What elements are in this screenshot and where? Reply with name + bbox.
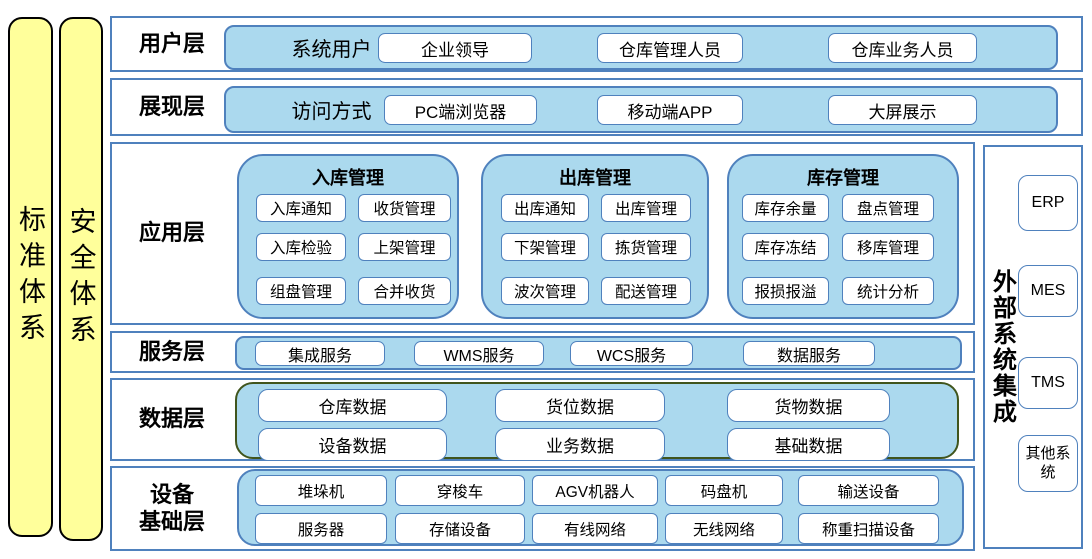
- device-item: 称重扫描设备: [798, 513, 939, 544]
- device-item: 有线网络: [532, 513, 658, 544]
- app-item: 库存余量: [742, 194, 829, 222]
- app-group-outbound: 出库管理 出库通知 出库管理 下架管理 拣货管理 波次管理 配送管理: [481, 154, 709, 319]
- app-item: 入库检验: [256, 233, 346, 261]
- layer-service-title: 服务层: [138, 338, 205, 364]
- user-item: 企业领导: [378, 33, 532, 63]
- device-item: 堆垛机: [255, 475, 387, 506]
- app-group-inbound: 入库管理 入库通知 收货管理 入库检验 上架管理 组盘管理 合并收货: [237, 154, 459, 319]
- external-system-tms: TMS: [1018, 357, 1078, 409]
- external-systems-title-wrap: 外部系统集成: [985, 147, 1019, 547]
- layer-presentation-container: 访问方式 PC端浏览器 移动端APP 大屏展示: [224, 86, 1058, 133]
- pillar-security-system: 安全体系: [59, 17, 103, 541]
- layer-device-container: 堆垛机 穿梭车 AGV机器人 码盘机 输送设备 服务器 存储设备 有线网络 无线…: [237, 469, 964, 546]
- external-systems-panel: 外部系统集成 ERP MES TMS 其他系统: [983, 145, 1083, 549]
- user-item: 仓库业务人员: [828, 33, 977, 63]
- data-item: 设备数据: [258, 428, 447, 461]
- app-item: 组盘管理: [256, 277, 346, 305]
- device-item: 存储设备: [395, 513, 525, 544]
- service-item: 集成服务: [255, 341, 385, 366]
- app-item: 配送管理: [601, 277, 691, 305]
- layer-device: 设备基础层 堆垛机 穿梭车 AGV机器人 码盘机 输送设备 服务器 存储设备 有…: [110, 466, 975, 551]
- app-group-inventory: 库存管理 库存余量 盘点管理 库存冻结 移库管理 报损报溢 统计分析: [727, 154, 959, 319]
- layer-presentation-title: 展现层: [138, 93, 205, 119]
- app-item: 收货管理: [358, 194, 451, 222]
- layer-application: 应用层 入库管理 入库通知 收货管理 入库检验 上架管理 组盘管理 合并收货 出…: [110, 142, 975, 325]
- presentation-item: 大屏展示: [828, 95, 977, 125]
- app-item: 入库通知: [256, 194, 346, 222]
- device-item: 无线网络: [665, 513, 783, 544]
- app-group-inbound-title: 入库管理: [312, 168, 384, 188]
- layer-application-title: 应用层: [138, 220, 205, 246]
- service-item: WCS服务: [570, 341, 693, 366]
- device-item: AGV机器人: [532, 475, 658, 506]
- presentation-category-label: 访问方式: [291, 101, 372, 123]
- app-item: 出库通知: [501, 194, 589, 222]
- app-item: 合并收货: [358, 277, 451, 305]
- app-item: 库存冻结: [742, 233, 829, 261]
- app-item: 波次管理: [501, 277, 589, 305]
- device-item: 服务器: [255, 513, 387, 544]
- layer-device-title: 设备基础层: [112, 468, 232, 549]
- device-item: 码盘机: [665, 475, 783, 506]
- app-item: 出库管理: [601, 194, 691, 222]
- data-item: 货位数据: [495, 389, 665, 422]
- app-item: 移库管理: [842, 233, 934, 261]
- service-item: WMS服务: [414, 341, 544, 366]
- layer-data-title: 数据层: [138, 406, 205, 432]
- layer-presentation: 展现层 访问方式 PC端浏览器 移动端APP 大屏展示: [110, 78, 1083, 136]
- external-system-erp: ERP: [1018, 175, 1078, 231]
- user-item: 仓库管理人员: [597, 33, 743, 63]
- layer-data-container: 仓库数据 货位数据 货物数据 设备数据 业务数据 基础数据: [235, 382, 959, 461]
- layer-user-container: 系统用户 企业领导 仓库管理人员 仓库业务人员: [224, 25, 1058, 70]
- data-item: 业务数据: [495, 428, 665, 461]
- app-group-inventory-title: 库存管理: [807, 168, 879, 188]
- app-group-outbound-title: 出库管理: [559, 168, 631, 188]
- presentation-item: 移动端APP: [597, 95, 743, 125]
- layer-service-container: 集成服务 WMS服务 WCS服务 数据服务: [235, 336, 962, 370]
- layer-data: 数据层 仓库数据 货位数据 货物数据 设备数据 业务数据 基础数据: [110, 378, 975, 461]
- app-item: 报损报溢: [742, 277, 829, 305]
- pillar-security-label: 安全体系: [65, 207, 96, 351]
- device-item: 输送设备: [798, 475, 939, 506]
- layer-user-title: 用户层: [138, 30, 205, 56]
- device-item: 穿梭车: [395, 475, 525, 506]
- layer-service: 服务层 集成服务 WMS服务 WCS服务 数据服务: [110, 331, 975, 373]
- app-item: 下架管理: [501, 233, 589, 261]
- app-item: 盘点管理: [842, 194, 934, 222]
- app-item: 上架管理: [358, 233, 451, 261]
- service-item: 数据服务: [743, 341, 875, 366]
- data-item: 货物数据: [727, 389, 890, 422]
- layer-device-title-text: 设备基础层: [138, 482, 205, 534]
- layer-user: 用户层 系统用户 企业领导 仓库管理人员 仓库业务人员: [110, 16, 1083, 72]
- external-system-mes: MES: [1018, 265, 1078, 317]
- user-category-label: 系统用户: [291, 39, 372, 61]
- presentation-item: PC端浏览器: [384, 95, 537, 125]
- pillar-standard-system: 标准体系: [8, 17, 53, 537]
- app-item: 拣货管理: [601, 233, 691, 261]
- pillar-standard-label: 标准体系: [15, 205, 45, 349]
- data-item: 仓库数据: [258, 389, 447, 422]
- external-system-other: 其他系统: [1018, 435, 1078, 492]
- app-item: 统计分析: [842, 277, 934, 305]
- external-systems-title: 外部系统集成: [988, 269, 1016, 425]
- data-item: 基础数据: [727, 428, 890, 461]
